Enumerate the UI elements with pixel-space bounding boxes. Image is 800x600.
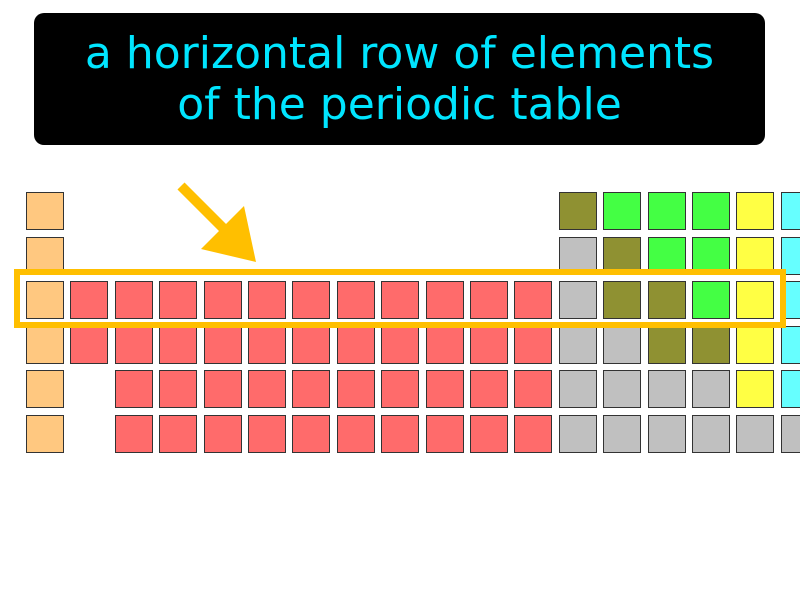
element-cell-transition: [514, 370, 552, 408]
element-cell-transition: [514, 415, 552, 453]
element-cell-nonmetal: [648, 192, 686, 230]
element-cell-post-transition: [781, 415, 800, 453]
element-cell-noble: [781, 237, 800, 275]
element-cell-transition: [470, 370, 508, 408]
arrow-head: [201, 206, 256, 262]
element-cell-nonmetal: [648, 237, 686, 275]
element-cell-nonmetal: [692, 237, 730, 275]
row-highlight-frame: [14, 269, 786, 328]
element-cell-transition: [248, 370, 286, 408]
element-cell-alkali: [26, 415, 64, 453]
element-cell-transition: [337, 281, 375, 319]
element-cell-transition: [381, 326, 419, 364]
element-cell-transition: [426, 281, 464, 319]
element-cell-transition: [115, 370, 153, 408]
element-cell-transition: [204, 415, 242, 453]
element-cell-metalloid: [692, 326, 730, 364]
element-cell-transition: [470, 326, 508, 364]
element-cell-transition: [514, 281, 552, 319]
element-cell-transition: [248, 326, 286, 364]
caption-line-2: of the periodic table: [177, 79, 622, 130]
element-cell-transition: [159, 370, 197, 408]
element-cell-transition: [204, 281, 242, 319]
element-cell-transition: [381, 370, 419, 408]
element-cell-transition: [426, 370, 464, 408]
element-cell-post-transition: [736, 415, 774, 453]
element-cell-transition: [115, 281, 153, 319]
element-cell-transition: [159, 281, 197, 319]
caption-box: a horizontal row of elements of the peri…: [34, 13, 765, 145]
element-cell-post-transition: [692, 370, 730, 408]
element-cell-transition: [470, 281, 508, 319]
element-cell-transition: [426, 326, 464, 364]
element-cell-nonmetal: [603, 192, 641, 230]
element-cell-nonmetal: [692, 192, 730, 230]
element-cell-noble: [781, 192, 800, 230]
element-cell-post-transition: [603, 370, 641, 408]
element-cell-metalloid: [559, 192, 597, 230]
element-cell-transition: [70, 326, 108, 364]
element-cell-alkali: [26, 237, 64, 275]
element-cell-post-transition: [559, 415, 597, 453]
caption-line-1: a horizontal row of elements: [84, 28, 715, 79]
element-cell-metalloid: [603, 281, 641, 319]
element-cell-post-transition: [692, 415, 730, 453]
element-cell-transition: [292, 326, 330, 364]
element-cell-transition: [514, 326, 552, 364]
element-cell-noble: [781, 370, 800, 408]
element-cell-transition: [159, 326, 197, 364]
element-cell-alkali: [26, 192, 64, 230]
element-cell-transition: [292, 370, 330, 408]
element-cell-post-transition: [559, 326, 597, 364]
element-cell-halogen: [736, 281, 774, 319]
element-cell-transition: [381, 415, 419, 453]
element-cell-transition: [381, 281, 419, 319]
element-cell-metalloid: [648, 281, 686, 319]
element-cell-alkali: [26, 281, 64, 319]
element-cell-transition: [70, 281, 108, 319]
element-cell-halogen: [736, 192, 774, 230]
element-cell-halogen: [736, 370, 774, 408]
element-cell-nonmetal: [692, 281, 730, 319]
element-cell-post-transition: [648, 370, 686, 408]
element-cell-post-transition: [559, 370, 597, 408]
element-cell-transition: [337, 415, 375, 453]
element-cell-transition: [248, 281, 286, 319]
element-cell-transition: [426, 415, 464, 453]
element-cell-alkali: [26, 370, 64, 408]
element-cell-transition: [292, 415, 330, 453]
element-cell-metalloid: [648, 326, 686, 364]
element-cell-transition: [204, 370, 242, 408]
element-cell-transition: [248, 415, 286, 453]
element-cell-transition: [292, 281, 330, 319]
element-cell-transition: [159, 415, 197, 453]
element-cell-transition: [115, 415, 153, 453]
element-cell-post-transition: [648, 415, 686, 453]
element-cell-post-transition: [603, 415, 641, 453]
caption-text: a horizontal row of elements of the peri…: [85, 28, 714, 130]
element-cell-post-transition: [559, 281, 597, 319]
element-cell-noble: [781, 326, 800, 364]
element-cell-transition: [470, 415, 508, 453]
element-cell-transition: [337, 370, 375, 408]
element-cell-metalloid: [603, 237, 641, 275]
